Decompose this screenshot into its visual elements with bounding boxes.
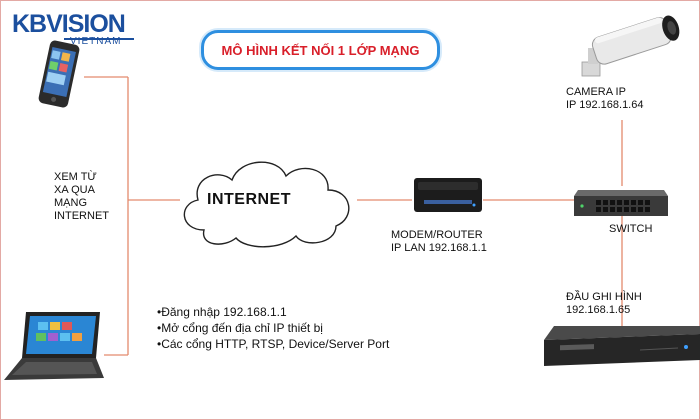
camera-name: CAMERA IP (566, 86, 626, 98)
router-icon (414, 178, 482, 212)
diagram-title: MÔ HÌNH KẾT NỐI 1 LỚP MẠNG (221, 42, 420, 58)
switch-label: SWITCH (609, 223, 653, 235)
recorder-label: ĐẦU GHI HÌNH 192.168.1.65 (566, 291, 642, 317)
remote-view-line-2: XA QUA (54, 184, 95, 196)
cloud-icon (183, 161, 350, 248)
switch-icon (574, 190, 668, 216)
recorder-name: ĐẦU GHI HÌNH (566, 291, 642, 303)
router-ip: IP LAN 192.168.1.1 (391, 242, 487, 254)
diagram-title-box: MÔ HÌNH KẾT NỐI 1 LỚP MẠNG (201, 30, 440, 70)
internet-label: INTERNET (207, 191, 291, 208)
setup-note-3: •Các cổng HTTP, RTSP, Device/Server Port (157, 337, 390, 351)
laptop-icon (4, 312, 104, 380)
smartphone-icon (38, 40, 80, 108)
dvr-icon (544, 326, 700, 366)
setup-note-2: •Mở cổng đến địa chỉ IP thiết bị (157, 321, 323, 335)
recorder-ip: 192.168.1.65 (566, 304, 631, 316)
remote-view-line-3: MẠNG (54, 197, 87, 209)
remote-view-line-4: INTERNET (54, 210, 109, 222)
camera-label: CAMERA IP IP 192.168.1.64 (566, 86, 643, 112)
setup-notes: •Đăng nhập 192.168.1.1 •Mở cổng đến địa … (157, 304, 389, 352)
brand-logo: KBVISION (12, 10, 126, 38)
camera-ip: IP 192.168.1.64 (566, 99, 644, 111)
remote-view-label: XEM TỪ XA QUA MẠNG INTERNET (54, 171, 109, 223)
brand-logo-sub: VIETNAM (70, 36, 122, 47)
setup-note-1: •Đăng nhập 192.168.1.1 (157, 305, 287, 319)
router-name: MODEM/ROUTER (391, 229, 483, 241)
remote-view-line-1: XEM TỪ (54, 171, 97, 183)
logo-underline (64, 38, 134, 40)
brand-logo-text: KBVISION (12, 10, 126, 38)
router-label: MODEM/ROUTER IP LAN 192.168.1.1 (391, 229, 487, 255)
camera-icon (581, 15, 680, 77)
